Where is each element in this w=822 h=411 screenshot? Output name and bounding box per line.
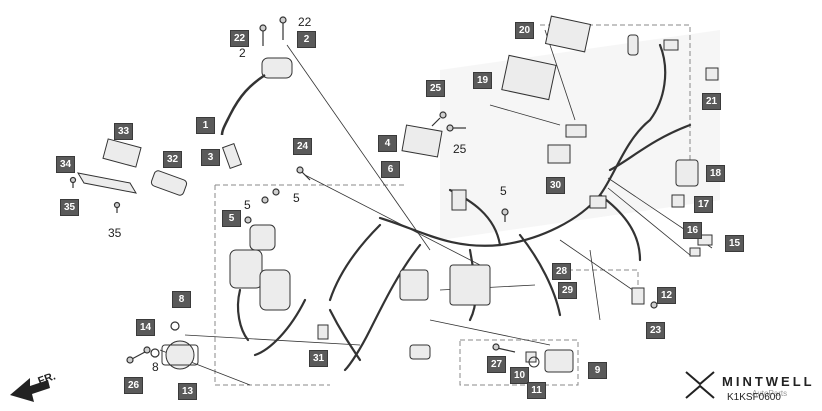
label-35: 35 (108, 226, 122, 240)
callout-35: 35 (60, 199, 79, 216)
callout-19: 19 (473, 72, 492, 89)
callout-30: 30 (546, 177, 565, 194)
label-22: 22 (298, 15, 312, 29)
callout-24: 24 (293, 138, 312, 155)
callout-28: 28 (552, 263, 571, 280)
callout-33: 33 (114, 123, 133, 140)
callout-31: 31 (309, 350, 328, 367)
callout-5: 5 (222, 210, 241, 227)
label-2: 2 (239, 46, 246, 60)
callout-22: 22 (230, 30, 249, 47)
callout-14: 14 (136, 319, 155, 336)
callout-6: 6 (381, 161, 400, 178)
callout-13: 13 (178, 383, 197, 400)
callout-1: 1 (196, 117, 215, 134)
callout-23: 23 (646, 322, 665, 339)
label-5-left: 5 (244, 198, 251, 212)
bolts (69, 16, 658, 364)
label-25: 25 (453, 142, 467, 156)
callout-29: 29 (558, 282, 577, 299)
callout-32: 32 (163, 151, 182, 168)
callout-34: 34 (56, 156, 75, 173)
brand-logo-icon (685, 371, 715, 399)
callout-18: 18 (706, 165, 725, 182)
small-watermark: AutoParts (752, 389, 788, 398)
label-8: 8 (152, 360, 159, 374)
callout-27: 27 (487, 356, 506, 373)
diagram-code: K1KSF0600 (727, 392, 781, 403)
callout-10: 10 (510, 367, 529, 384)
callout-21: 21 (702, 93, 721, 110)
callout-25: 25 (426, 80, 445, 97)
callout-15: 15 (725, 235, 744, 252)
callout-3: 3 (201, 149, 220, 166)
label-5-right: 5 (500, 184, 507, 198)
callout-20: 20 (515, 22, 534, 39)
callout-26: 26 (124, 377, 143, 394)
callout-8: 8 (172, 291, 191, 308)
brand-name: MINTWELL (722, 374, 815, 389)
callout-9: 9 (588, 362, 607, 379)
callout-16: 16 (683, 222, 702, 239)
callout-2: 2 (297, 31, 316, 48)
callout-12: 12 (657, 287, 676, 304)
callout-11: 11 (527, 382, 546, 399)
direction-arrow-icon (10, 378, 50, 402)
label-5-top: 5 (293, 191, 300, 205)
callout-17: 17 (694, 196, 713, 213)
parts (76, 15, 719, 373)
callout-4: 4 (378, 135, 397, 152)
